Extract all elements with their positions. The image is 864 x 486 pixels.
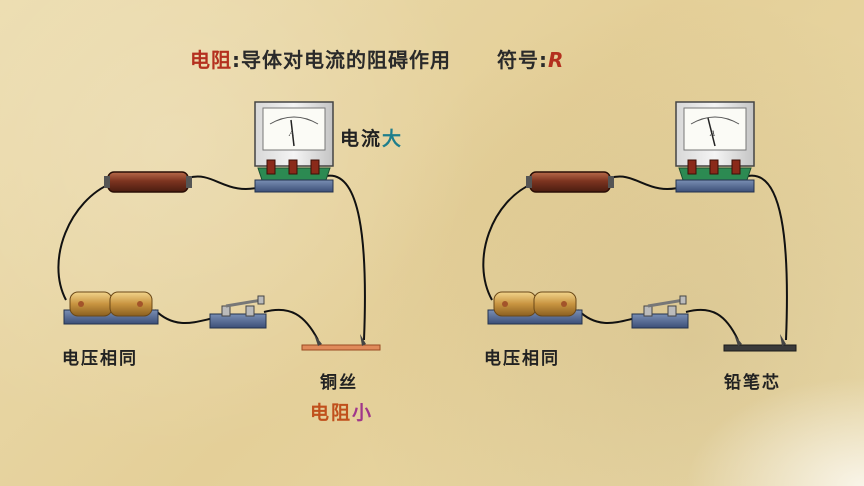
resistor-coil-icon (526, 171, 614, 193)
title-term: 电阻 (190, 48, 232, 72)
pencil-lead-icon (723, 334, 797, 352)
wire (609, 175, 687, 191)
current-emphasis: 大 (382, 128, 404, 150)
wire (747, 174, 788, 341)
resistance-prefix: 电阻 (310, 402, 353, 424)
right-circuit: A (482, 101, 797, 352)
resistance-label: 电阻小 (310, 398, 373, 425)
conductor-label-copper: 铜丝 (320, 373, 358, 393)
resistance-emphasis: 小 (352, 402, 374, 424)
voltage-label-left: 电压相同 (62, 349, 138, 369)
conductor-label-pencil: 铅笔芯 (724, 373, 781, 393)
battery-icon (487, 291, 583, 325)
svg-text:A: A (288, 129, 294, 138)
switch-icon (631, 295, 689, 329)
wire (263, 308, 319, 341)
copper-wire-icon (301, 334, 381, 351)
left-circuit: A (57, 101, 381, 351)
wire (325, 174, 366, 341)
title-colon: : (232, 48, 241, 72)
wire (482, 182, 535, 301)
voltage-label-right: 电压相同 (484, 349, 560, 369)
ammeter-icon: A (675, 101, 755, 193)
title-symbol-label: 符号: (497, 48, 548, 72)
resistor-coil-icon (104, 171, 192, 193)
wire (187, 175, 266, 191)
wire (57, 182, 113, 301)
ammeter-icon: A (254, 101, 334, 193)
wire (685, 308, 739, 341)
corner-glare (684, 376, 864, 486)
switch-icon (209, 295, 267, 329)
page-title: 电阻:导体对电流的阻碍作用 符号:R (190, 44, 564, 74)
current-prefix: 电流 (340, 128, 383, 150)
wire (577, 309, 637, 324)
current-label: 电流大 (340, 124, 403, 151)
title-symbol: R (548, 48, 565, 72)
svg-text:A: A (709, 129, 715, 138)
wire (154, 309, 215, 324)
battery-icon (63, 291, 159, 325)
title-definition: 导体对电流的阻碍作用 (241, 48, 451, 72)
